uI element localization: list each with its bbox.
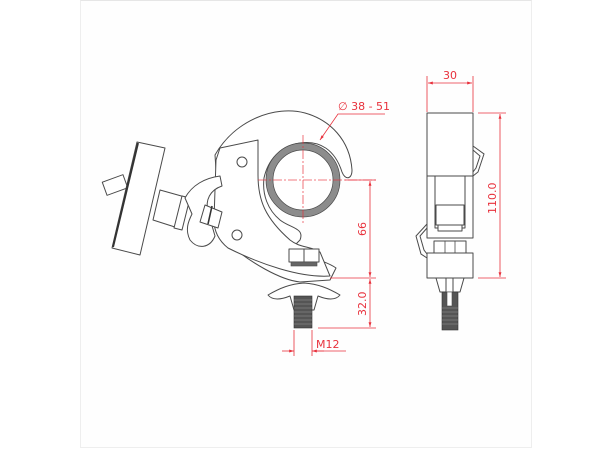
front-view: ∅ 38 - 51 66 32.0 M12 <box>101 100 390 356</box>
hex-nut <box>288 248 320 267</box>
bolt-hole-upper-icon <box>236 156 248 168</box>
tube-diameter-label: ∅ 38 - 51 <box>338 100 390 113</box>
thread-bolt <box>293 295 313 329</box>
thread-size-label: M12 <box>316 338 340 351</box>
side-view: 30 110.0 <box>415 69 506 331</box>
height-66-label: 66 <box>356 222 369 236</box>
bolt-hole-lower-icon <box>231 229 243 241</box>
side-width-label: 30 <box>443 69 457 82</box>
handle-knob <box>101 141 191 256</box>
bolt-length-label: 32.0 <box>356 292 369 317</box>
side-height-label: 110.0 <box>486 183 499 215</box>
clamp-body <box>184 110 353 283</box>
